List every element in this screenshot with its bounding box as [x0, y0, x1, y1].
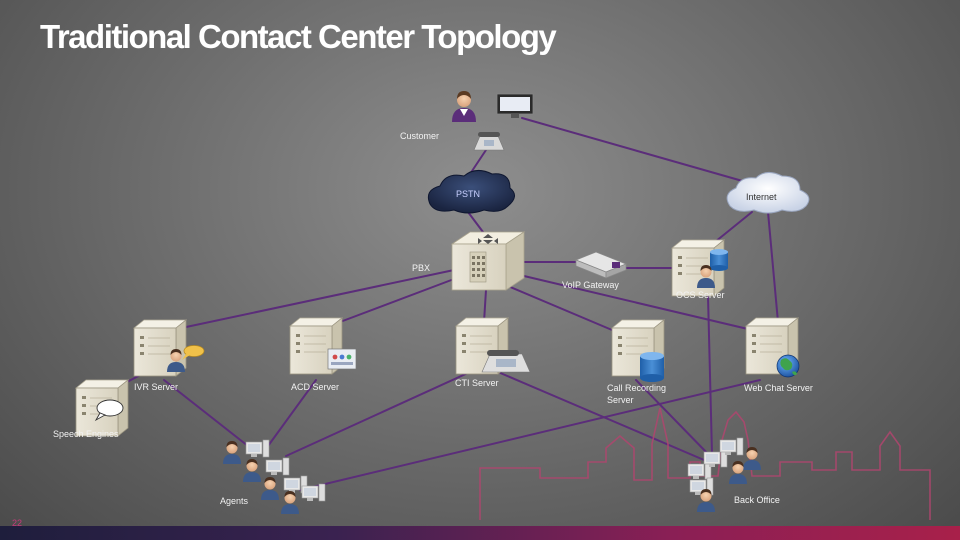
call-recording-server-group: [611, 319, 665, 382]
web-chat-server-group: [745, 317, 800, 378]
link-pbx-acd: [339, 275, 463, 323]
person-icon: [281, 491, 299, 514]
pstn-cloud-icon: [427, 170, 515, 214]
label-call-recording-server: Call Recording Server: [607, 383, 667, 405]
label-speech-engines: Speech Engines: [53, 429, 119, 439]
database-icon: [710, 249, 728, 271]
link-cti-backoffice: [497, 371, 705, 461]
label-back-office: Back Office: [734, 495, 780, 505]
ocs-server-group: [671, 239, 728, 297]
link-webchat-agents: [299, 379, 761, 491]
monitor-icon: [496, 93, 534, 118]
link-phone-pstn: [469, 149, 487, 175]
customer-group: [452, 91, 534, 151]
speech-bubble-icon: [182, 345, 205, 360]
phone-icon: [481, 350, 531, 373]
link-cti-agents: [285, 371, 471, 457]
person-icon: [452, 91, 476, 122]
person-icon: [261, 477, 279, 500]
ivr-server-group: [133, 319, 205, 377]
link-monitor-internet: [521, 117, 761, 187]
label-ocs-server: OCS Server: [676, 290, 725, 300]
switch-icon: [450, 231, 526, 291]
gateway-icon: [575, 251, 627, 279]
person-icon: [243, 459, 261, 482]
link-callrec-backoffice: [635, 379, 711, 457]
label-pstn: PSTN: [456, 189, 481, 199]
footer-bar: [0, 526, 960, 540]
slide-title: Traditional Contact Center Topology: [40, 18, 557, 55]
label-pbx: PBX: [412, 263, 431, 273]
speech-bubble-icon: [94, 399, 124, 422]
label-internet: Internet: [746, 192, 777, 202]
computer-icon: [245, 439, 270, 458]
link-pbx-cti: [483, 289, 487, 323]
person-icon: [743, 447, 761, 470]
link-pbx-callrec: [507, 285, 613, 331]
connectors: [107, 117, 779, 491]
label-ivr-server: IVR Server: [134, 382, 179, 392]
person-icon: [223, 441, 241, 464]
link-internet-webchat: [767, 211, 779, 323]
label-web-chat-server: Web Chat Server: [744, 383, 813, 393]
internet-cloud-icon: [726, 172, 810, 214]
label-customer: Customer: [400, 131, 440, 141]
cti-server-group: [455, 317, 531, 375]
globe-icon: [776, 354, 800, 378]
acd-server-group: [289, 317, 357, 375]
link-pbx-ivr: [171, 269, 455, 331]
slide-number: 22: [12, 518, 23, 528]
label-agents: Agents: [220, 496, 249, 506]
label-cti-server: CTI Server: [455, 378, 499, 388]
database-icon: [640, 352, 664, 382]
link-ocs-backoffice: [707, 295, 713, 455]
computer-icon: [301, 483, 326, 502]
computer-icon: [265, 457, 290, 476]
link-acd-agents: [267, 379, 317, 447]
link-pbx-webchat: [523, 275, 753, 331]
label-acd-server: ACD Server: [291, 382, 340, 392]
queue-board-icon: [327, 348, 357, 370]
phone-icon: [473, 132, 505, 151]
link-ivr-agents: [163, 379, 249, 447]
speech-engines-group: [75, 379, 129, 437]
label-voip-gateway: VoIP Gateway: [562, 280, 619, 290]
